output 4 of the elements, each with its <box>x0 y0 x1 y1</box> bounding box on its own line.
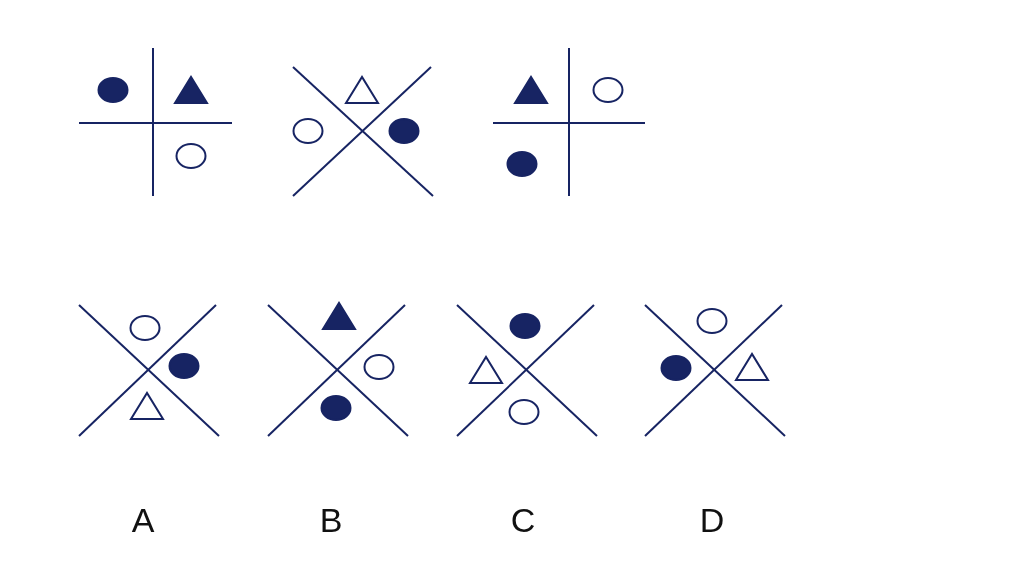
option-label: D <box>699 503 725 537</box>
option-label: B <box>319 503 343 537</box>
option-label: C <box>510 503 536 537</box>
option-label: A <box>131 503 155 537</box>
